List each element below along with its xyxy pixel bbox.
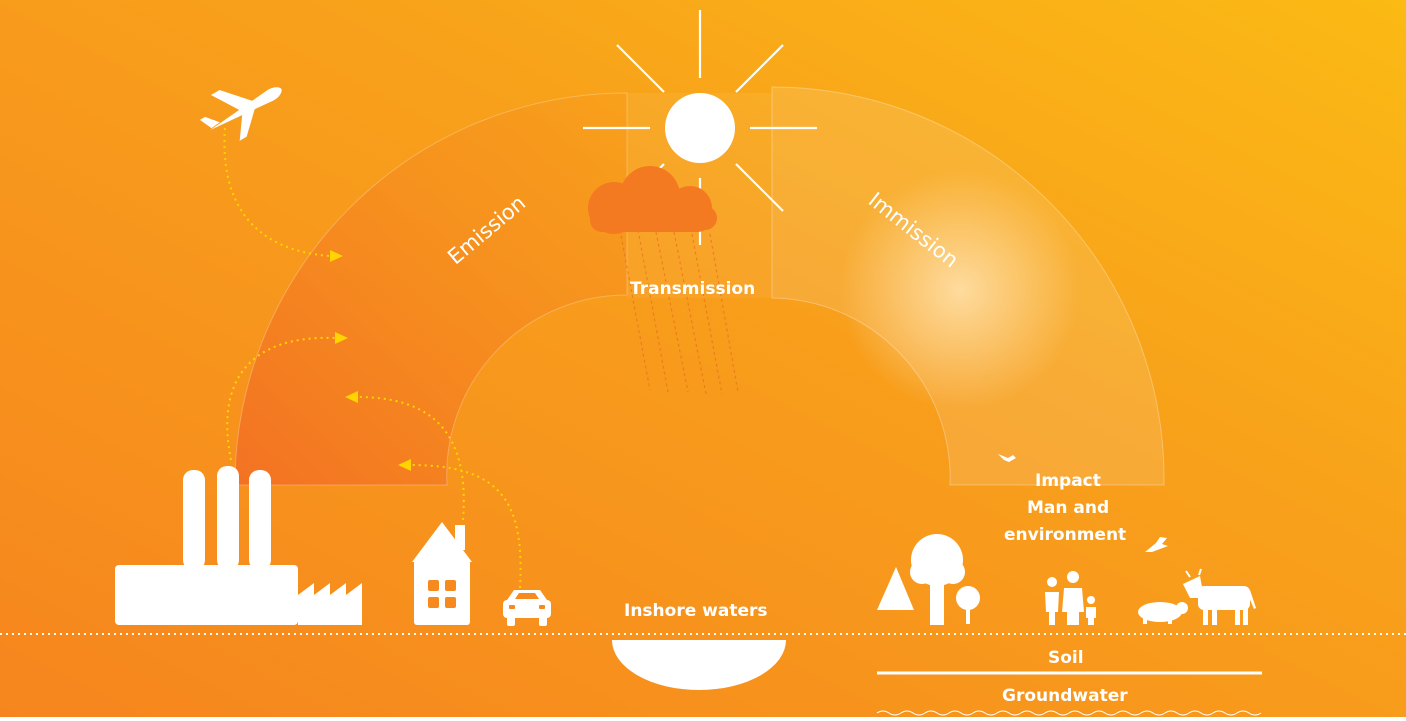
emission-arrows [223,127,522,589]
sun-icon [583,10,817,245]
man-and-label: Man and [1027,498,1110,518]
inshore-water-bowl [612,640,786,690]
rain-lines [619,229,739,395]
impact-label: Impact [1035,471,1101,491]
emission-band [234,92,628,486]
cloud-icon [588,166,717,234]
bird-icon [998,454,1168,552]
inshore-waters-label: Inshore waters [624,601,768,621]
groundwater-wave [876,710,1262,716]
pig-icon [1138,602,1188,624]
cow-icon [1183,568,1256,625]
groundwater-label: Groundwater [1002,686,1128,706]
transmission-label: Transmission [630,279,756,299]
airplane-icon [199,87,282,141]
immission-glow [840,170,1080,410]
soil-label: Soil [1048,648,1084,668]
car-icon [503,590,551,626]
factory-icon [115,466,362,625]
tree-icon [877,534,980,625]
environment-label: environment [1004,525,1127,545]
house-icon [412,522,472,625]
people-icon [1045,571,1096,625]
arrow-heads [330,250,411,471]
